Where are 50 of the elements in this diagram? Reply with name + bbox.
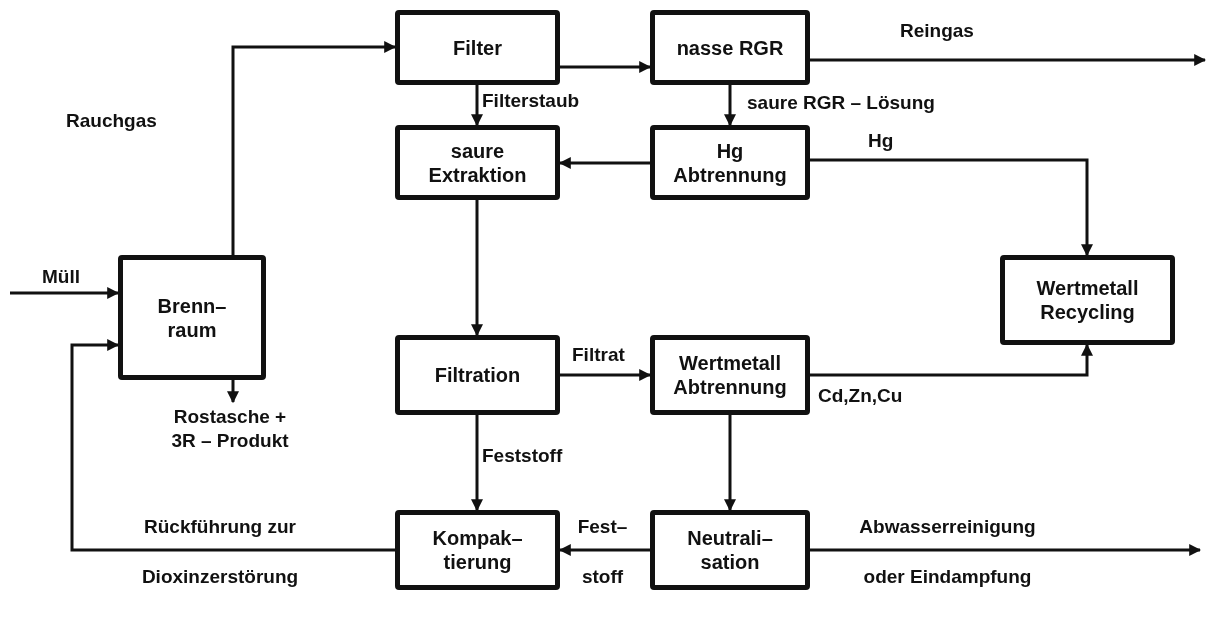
- edge-label: Cd,Zn,Cu: [818, 385, 904, 407]
- edge-label: Filterstaub: [482, 90, 581, 112]
- edge-label: Abwasserreinigung oder Eindampfung: [858, 515, 1037, 589]
- arrow: [810, 54, 1207, 66]
- arrow: [810, 544, 1202, 556]
- box-label: Wertmetall Recycling: [1035, 276, 1140, 324]
- arrow: [810, 343, 1093, 377]
- box-label: Brenn– raum: [156, 293, 228, 342]
- arrow: [231, 41, 397, 255]
- arrow: [810, 158, 1093, 257]
- arrow: [10, 287, 120, 299]
- process-box: [650, 335, 810, 415]
- process-box: [650, 510, 810, 590]
- arrow: [471, 415, 483, 512]
- process-box: [118, 255, 266, 380]
- process-box: [395, 10, 560, 85]
- process-box: [395, 335, 560, 415]
- arrow: [560, 61, 652, 73]
- process-box: [650, 125, 810, 200]
- arrow: [724, 415, 736, 512]
- box-label: nasse RGR: [675, 35, 785, 60]
- edge-label: Rauchgas: [66, 110, 158, 132]
- box-label: Filter: [452, 35, 503, 60]
- arrow: [471, 200, 483, 337]
- edge-label: Filtrat: [572, 344, 626, 366]
- box-label: Neutrali– sation: [686, 526, 774, 574]
- arrow: [227, 380, 239, 404]
- edge-label: Fest– stoff: [576, 515, 629, 589]
- process-box: [395, 510, 560, 590]
- arrow: [558, 157, 650, 169]
- process-box: [395, 125, 560, 200]
- edge-label: Rostasche + 3R – Produkt: [170, 405, 290, 453]
- arrow: [558, 544, 650, 556]
- process-box: [1000, 255, 1175, 345]
- arrow: [724, 85, 736, 127]
- arrow: [70, 339, 395, 552]
- process-box: [650, 10, 810, 85]
- edge-label: Feststoff: [482, 445, 564, 467]
- edge-label: Hg: [868, 130, 895, 152]
- arrow: [560, 369, 652, 381]
- edge-label: Müll: [42, 266, 81, 288]
- box-label: Hg Abtrennung: [672, 138, 788, 187]
- box-label: Filtration: [433, 363, 522, 387]
- box-label: saure Extraktion: [427, 138, 528, 187]
- box-label: Kompak– tierung: [431, 526, 524, 574]
- edge-label: Rückführung zur Dioxinzerstörung: [140, 515, 300, 589]
- edge-label: saure RGR – Lösung: [747, 92, 936, 114]
- edge-label: Reingas: [900, 20, 975, 42]
- box-label: Wertmetall Abtrennung: [672, 351, 788, 399]
- arrow: [471, 85, 483, 127]
